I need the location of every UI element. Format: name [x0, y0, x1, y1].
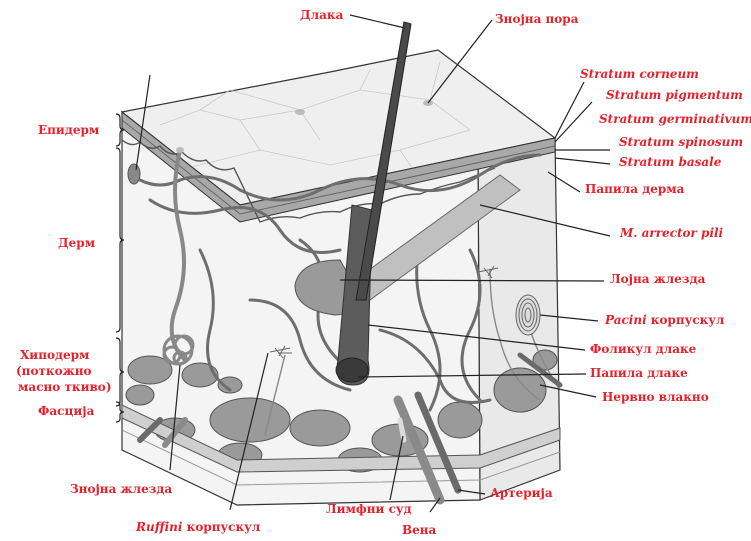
ruffini-rest-text: корпускул [182, 520, 260, 534]
label-hypodermis-2: (поткожно [16, 364, 91, 378]
label-artery: Артерија [490, 486, 553, 500]
label-fascia: Фасција [38, 404, 94, 418]
label-lymph-vessel: Лимфни суд [326, 502, 412, 516]
label-stratum-basale: Stratum basale [619, 155, 721, 169]
label-hair-papilla: Папила длаке [590, 366, 688, 380]
label-stratum-spinosum: Stratum spinosum [619, 135, 743, 149]
pacini-italic-text: Pacini [605, 313, 647, 327]
pacini-rest-text: корпускул [647, 313, 725, 327]
label-sebaceous-gland: Лојна жлезда [610, 272, 705, 286]
label-hair-follicle: Фоликул длаке [590, 342, 696, 356]
label-ruffini-corpuscle: Ruffini корпускул [136, 520, 260, 534]
hair-papilla-shape [336, 358, 368, 382]
label-epidermis: Епидерм [38, 123, 99, 137]
label-arrector-pili: M. arrector pili [620, 226, 723, 240]
label-dermal-papilla: Папила дерма [585, 182, 684, 196]
label-pacini-corpuscle: Pacini корпускул [605, 313, 724, 327]
label-nerve-fiber: Нервно влакно [602, 390, 709, 404]
label-sweat-pore: Знојна пора [495, 12, 578, 26]
label-stratum-pigmentum: Stratum pigmentum [606, 88, 743, 102]
label-stratum-corneum: Stratum corneum [580, 67, 699, 81]
label-sweat-gland: Знојна жлезда [70, 482, 172, 496]
label-vein: Вена [402, 523, 436, 537]
label-hair: Длака [300, 8, 343, 22]
label-dermis: Дерм [58, 236, 95, 250]
label-hypodermis-1: Хиподерм [20, 348, 89, 362]
label-stratum-germinativum: Stratum germinativum: [599, 112, 751, 126]
label-hypodermis-3: масно ткиво) [18, 380, 112, 394]
pacini-corpuscle-shape [516, 295, 540, 335]
ruffini-italic-text: Ruffini [136, 520, 182, 534]
